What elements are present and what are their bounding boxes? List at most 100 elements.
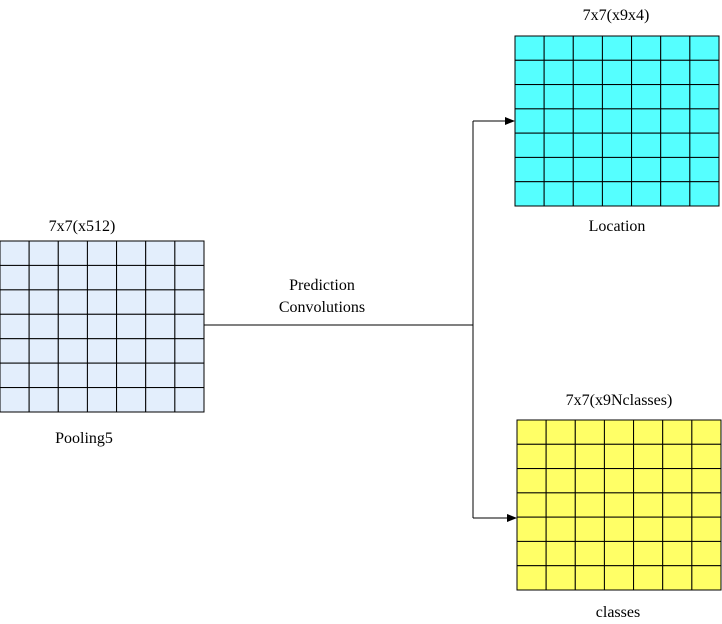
pooling5-grid-cell bbox=[174, 338, 205, 364]
pooling5-grid-cell bbox=[57, 264, 88, 291]
pooling5-grid-cell bbox=[145, 362, 176, 389]
pooling5-grid-cell bbox=[57, 338, 88, 364]
pooling5-grid-cell bbox=[116, 338, 147, 364]
pooling5-grid-cell bbox=[116, 240, 147, 266]
location-grid-cell bbox=[660, 35, 691, 61]
classes-grid-cell bbox=[545, 492, 576, 518]
pooling5-grid-cell bbox=[116, 387, 147, 413]
classes-grid-cell bbox=[545, 540, 576, 567]
location-grid-cell bbox=[601, 35, 633, 61]
pooling5-grid-cell bbox=[145, 264, 176, 291]
location-feature-grid bbox=[514, 35, 720, 207]
location-grid-cell bbox=[514, 35, 545, 61]
location-grid-cell bbox=[543, 156, 574, 183]
pooling5-name-label: Pooling5 bbox=[55, 430, 113, 447]
classes-grid-cell bbox=[545, 468, 576, 494]
pooling5-grid-cell bbox=[145, 338, 176, 364]
classes-grid-cell bbox=[691, 565, 722, 591]
classes-grid-cell bbox=[662, 443, 693, 470]
location-grid-cell bbox=[543, 108, 574, 134]
pooling5-grid-cell bbox=[28, 313, 59, 340]
classes-grid-cell bbox=[574, 492, 605, 518]
classes-grid-cell bbox=[691, 468, 722, 494]
classes-grid-cell bbox=[691, 540, 722, 567]
location-grid-cell bbox=[543, 59, 574, 86]
pooling5-shape-label: 7x7(x512) bbox=[49, 218, 116, 235]
pooling5-grid-cell bbox=[28, 289, 59, 315]
classes-grid-cell bbox=[691, 419, 722, 445]
location-grid-cell bbox=[514, 59, 545, 86]
pooling5-grid-cell bbox=[86, 387, 118, 413]
location-grid-cell bbox=[572, 132, 603, 158]
location-grid-cell bbox=[601, 181, 633, 207]
pooling5-grid-cell bbox=[116, 362, 147, 389]
location-grid-cell bbox=[572, 84, 603, 110]
location-grid-cell bbox=[631, 108, 662, 134]
location-grid-cell bbox=[572, 156, 603, 183]
location-grid-cell bbox=[572, 35, 603, 61]
pooling5-grid-cell bbox=[28, 362, 59, 389]
location-grid-cell bbox=[601, 59, 633, 86]
pooling5-grid-cell bbox=[145, 313, 176, 340]
classes-grid-cell bbox=[662, 565, 693, 591]
location-grid-cell bbox=[660, 108, 691, 134]
edge-label-convolutions: Convolutions bbox=[279, 299, 365, 316]
classes-grid-cell bbox=[633, 468, 664, 494]
location-shape-label: 7x7(x9x4) bbox=[583, 7, 650, 24]
pooling5-grid-cell bbox=[116, 313, 147, 340]
location-grid-cell bbox=[631, 156, 662, 183]
pooling5-grid-cell bbox=[86, 362, 118, 389]
pooling5-grid-cell bbox=[86, 338, 118, 364]
pooling5-grid-cell bbox=[174, 240, 205, 266]
location-grid-cell bbox=[601, 108, 633, 134]
location-grid-cell bbox=[572, 108, 603, 134]
classes-grid-cell bbox=[603, 565, 635, 591]
classes-grid-cell bbox=[516, 468, 547, 494]
location-grid-cell bbox=[631, 181, 662, 207]
classes-grid-cell bbox=[603, 468, 635, 494]
classes-grid-cell bbox=[662, 419, 693, 445]
classes-grid-cell bbox=[633, 492, 664, 518]
location-grid-cell bbox=[572, 59, 603, 86]
classes-grid-cell bbox=[662, 540, 693, 567]
location-grid-cell bbox=[601, 156, 633, 183]
location-grid-cell bbox=[543, 132, 574, 158]
pooling5-grid-cell bbox=[0, 313, 30, 340]
pooling5-grid-cell bbox=[145, 289, 176, 315]
classes-grid-cell bbox=[516, 443, 547, 470]
location-grid-cell bbox=[514, 108, 545, 134]
classes-grid-cell bbox=[574, 516, 605, 542]
location-grid-cell bbox=[601, 84, 633, 110]
pooling5-grid-cell bbox=[57, 289, 88, 315]
pooling5-grid-cell bbox=[57, 240, 88, 266]
classes-shape-label: 7x7(x9Nclasses) bbox=[566, 392, 673, 409]
classes-grid-cell bbox=[603, 443, 635, 470]
pooling5-grid-cell bbox=[0, 362, 30, 389]
pooling5-grid-cell bbox=[57, 362, 88, 389]
classes-grid-cell bbox=[662, 468, 693, 494]
classes-grid-cell bbox=[603, 540, 635, 567]
location-grid-cell bbox=[660, 59, 691, 86]
pooling5-grid-cell bbox=[28, 264, 59, 291]
classes-grid-cell bbox=[603, 516, 635, 542]
location-grid-cell bbox=[660, 84, 691, 110]
location-grid-cell bbox=[543, 84, 574, 110]
location-grid-cell bbox=[689, 181, 720, 207]
location-name-label: Location bbox=[589, 218, 646, 235]
pooling5-grid-cell bbox=[0, 240, 30, 266]
pooling5-grid-cell bbox=[57, 313, 88, 340]
classes-grid-cell bbox=[633, 540, 664, 567]
classes-grid-cell bbox=[574, 565, 605, 591]
location-grid-cell bbox=[689, 84, 720, 110]
classes-grid-cell bbox=[633, 565, 664, 591]
location-grid-cell bbox=[572, 181, 603, 207]
pooling5-grid-cell bbox=[86, 240, 118, 266]
location-grid-cell bbox=[660, 156, 691, 183]
edge-label-prediction: Prediction bbox=[289, 277, 355, 294]
pooling5-grid-cell bbox=[28, 240, 59, 266]
classes-grid-cell bbox=[574, 540, 605, 567]
pooling5-grid-cell bbox=[145, 387, 176, 413]
pooling5-grid-cell bbox=[0, 338, 30, 364]
location-grid-cell bbox=[660, 132, 691, 158]
